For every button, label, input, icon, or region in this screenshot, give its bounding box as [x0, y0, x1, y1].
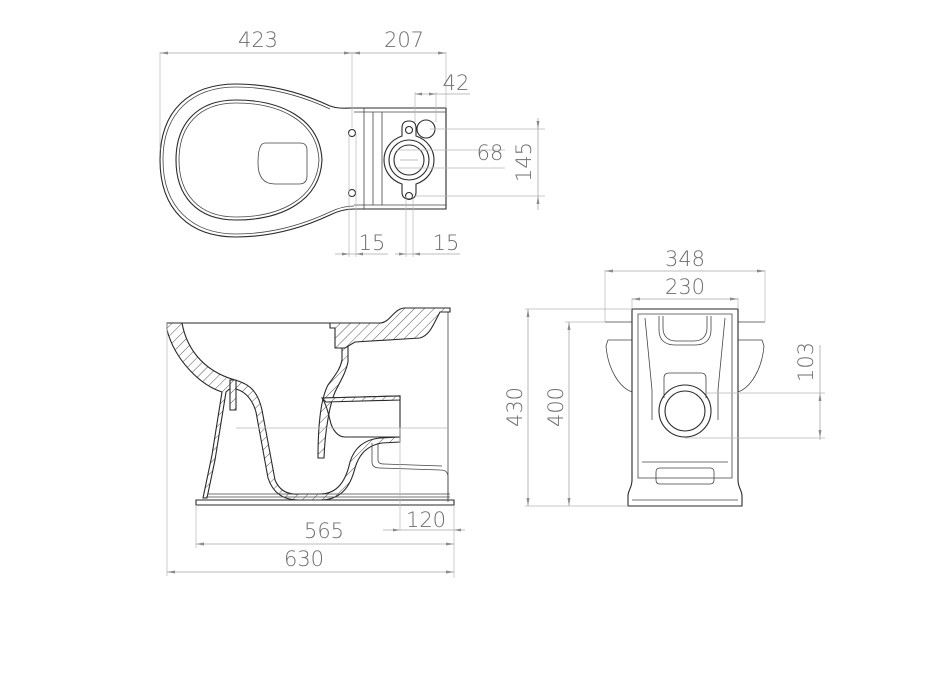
base-plate — [195, 499, 455, 506]
side-section-view: 120 565 630 — [166, 307, 465, 578]
trap-wall-section — [229, 379, 237, 411]
dim-flange-width: 145 — [512, 142, 536, 182]
rear-foot — [371, 443, 449, 500]
outlet-pipe — [393, 144, 425, 176]
seat-fixing-hole — [347, 128, 357, 138]
front-wall-section — [166, 322, 401, 501]
dim-fixing-hole-right: 15 — [433, 231, 460, 255]
rear-upper-section — [329, 307, 451, 349]
dim-fixing-hole-left: 15 — [359, 231, 386, 255]
bowl-water-area — [257, 142, 308, 185]
dim-overall-width: 348 — [665, 247, 705, 271]
outlet-flange — [383, 120, 435, 200]
dim-rim-height: 400 — [544, 387, 568, 427]
dim-rear-length: 207 — [384, 28, 424, 52]
outlet-pipe-inner — [664, 390, 706, 432]
upper-recess — [658, 316, 712, 346]
bowl-side-right — [737, 321, 765, 393]
bowl-outer-outline — [159, 83, 447, 238]
bowl-rim-outline — [175, 99, 323, 221]
mid-recess — [663, 372, 707, 398]
bowl-side-left — [605, 321, 633, 393]
dim-outlet-height: 103 — [794, 342, 818, 382]
dim-base-length: 565 — [304, 519, 344, 543]
dim-overall-length: 630 — [284, 547, 324, 571]
top-view: 423 207 42 68 145 15 15 — [159, 28, 545, 257]
outlet-ring — [388, 139, 430, 181]
dim-overall-height: 430 — [503, 387, 527, 427]
dim-bowl-length: 423 — [238, 28, 278, 52]
dim-base-width: 230 — [665, 275, 705, 299]
dim-rear-to-outlet: 120 — [406, 508, 446, 532]
dim-outlet-offset: 42 — [443, 71, 470, 95]
outlet-pipe-outer — [658, 384, 712, 438]
rear-view: 348 230 430 400 103 — [503, 247, 825, 507]
dim-outlet-diameter: 68 — [477, 141, 504, 165]
outlet-horn — [320, 395, 401, 438]
rear-body-outline — [627, 308, 743, 507]
seat-fixing-hole — [347, 188, 357, 198]
lower-recess — [655, 467, 715, 485]
